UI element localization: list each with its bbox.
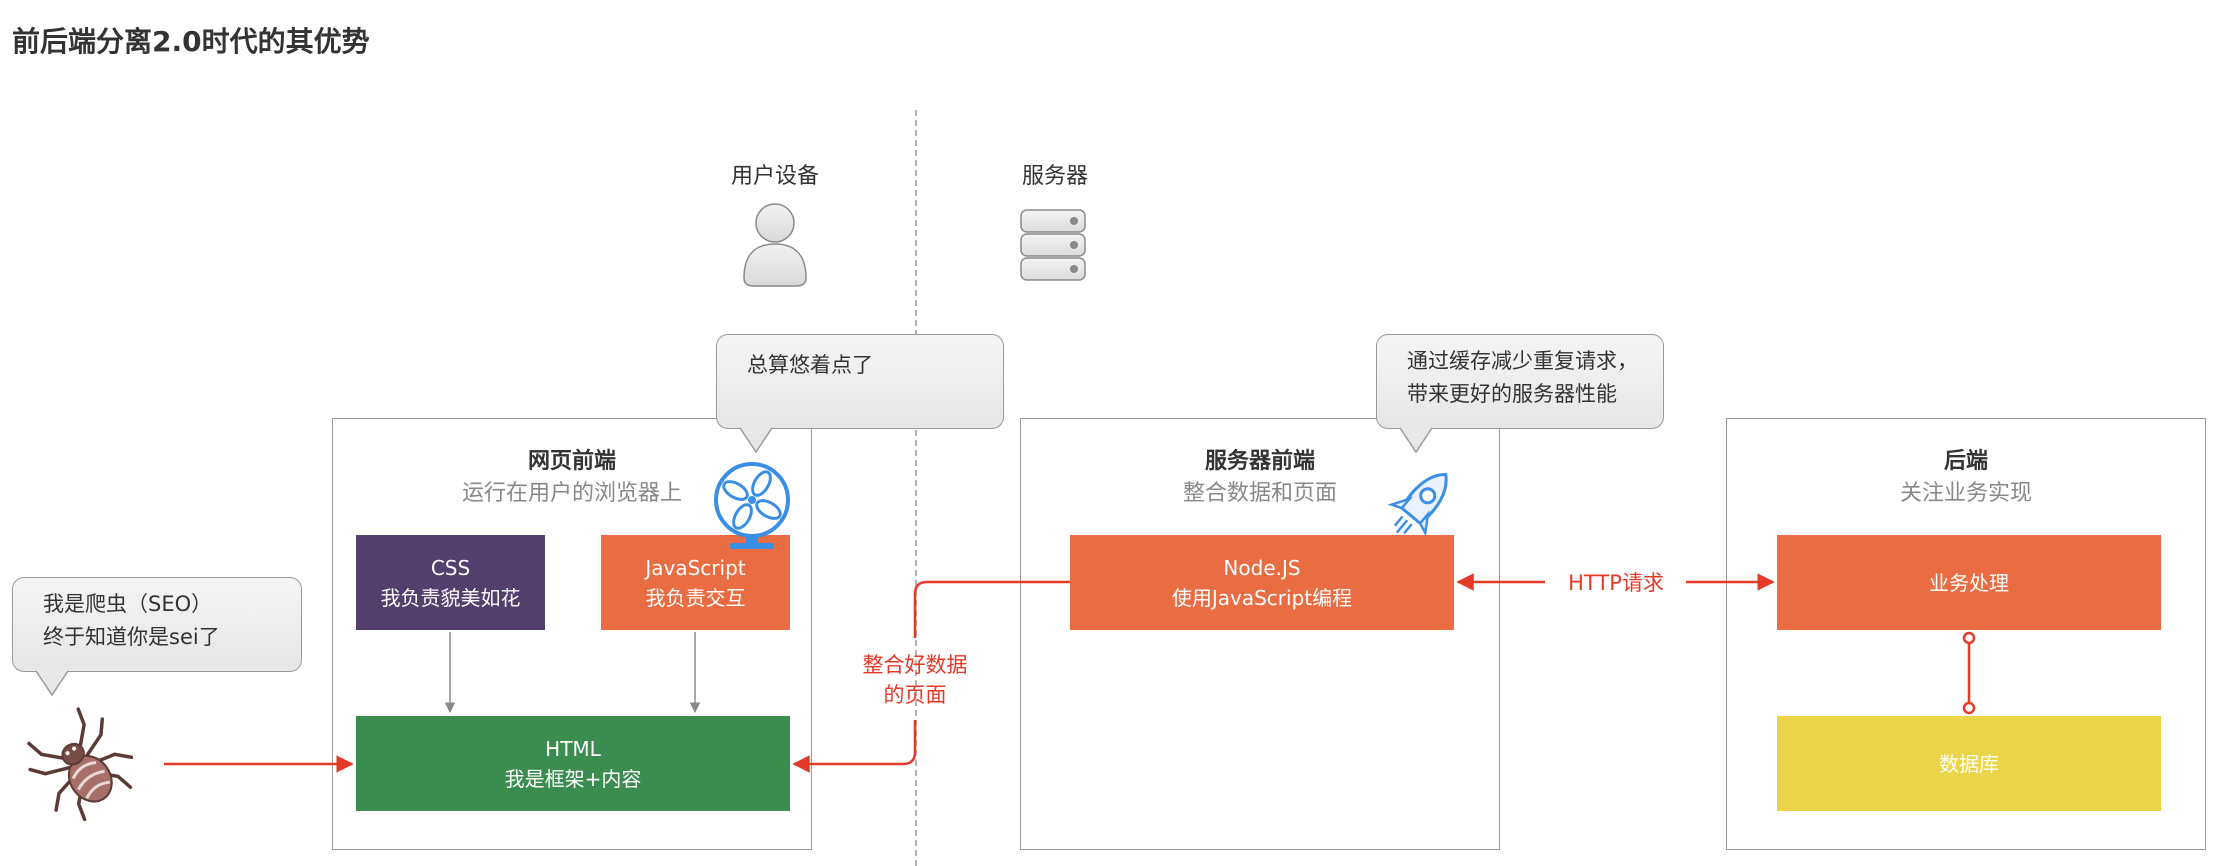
server-frontend-panel: 服务器前端 整合数据和页面 [1020, 418, 1500, 850]
css-block-desc: 我负责貌美如花 [380, 585, 521, 610]
database-label: 数据库 [1939, 751, 1999, 776]
server-icon [1020, 209, 1086, 281]
server-frontend-title: 服务器前端 [1204, 449, 1315, 474]
server-label: 服务器 [1021, 164, 1088, 189]
javascript-block-desc: 我负责交互 [645, 585, 746, 610]
server-frontend-subtitle: 整合数据和页面 [1182, 481, 1337, 506]
server-bubble-line-1: 通过缓存减少重复请求， [1407, 349, 1638, 373]
html-block-desc: 我是框架+内容 [504, 766, 642, 791]
css-block: CSS 我负责貌美如花 [356, 535, 545, 630]
backend-title: 后端 [1943, 449, 1988, 474]
integrated-page-line-1: 整合好数据 [862, 653, 968, 677]
javascript-block-title: JavaScript [645, 555, 746, 580]
database-block: 数据库 [1777, 716, 2161, 811]
web-frontend-title: 网页前端 [527, 449, 616, 474]
business-logic-label: 业务处理 [1929, 570, 2009, 595]
user-icon [743, 203, 807, 287]
backend-subtitle: 关注业务实现 [1899, 481, 2032, 506]
user-device-label: 用户设备 [730, 164, 819, 189]
crawler-bubble-line-1: 我是爬虫（SEO） [43, 592, 213, 616]
crawler-bubble-line-2: 终于知道你是sei了 [43, 625, 220, 649]
node-to-html-arrow-bottom [792, 720, 917, 773]
nodejs-block-desc: 使用JavaScript编程 [1171, 585, 1353, 610]
spider-icon [27, 707, 134, 822]
business-logic-block: 业务处理 [1777, 535, 2161, 630]
html-block-title: HTML [545, 736, 601, 761]
web-frontend-subtitle: 运行在用户的浏览器上 [461, 481, 682, 506]
diagram-title: 前后端分离2.0时代的其优势 [12, 25, 370, 58]
http-request-label: HTTP请求 [1568, 571, 1664, 595]
javascript-block: JavaScript 我负责交互 [601, 535, 790, 630]
server-bubble-line-2: 带来更好的服务器性能 [1407, 382, 1617, 406]
server-frontend-bubble: 通过缓存减少重复请求， 带来更好的服务器性能 [1376, 334, 1664, 429]
device-divider [915, 110, 917, 866]
crawler-bubble: 我是爬虫（SEO） 终于知道你是sei了 [12, 577, 302, 672]
nodejs-block: Node.JS 使用JavaScript编程 [1070, 535, 1454, 630]
web-frontend-bubble: 总算悠着点了 [716, 334, 1004, 429]
html-block: HTML 我是框架+内容 [356, 716, 790, 811]
integrated-page-line-2: 的页面 [883, 683, 947, 707]
crawler-bubble-tail [35, 668, 69, 697]
web-frontend-bubble-text: 总算悠着点了 [747, 353, 873, 377]
nodejs-block-title: Node.JS [1223, 555, 1301, 580]
integrated-page-label: 整合好数据 的页面 [855, 650, 975, 710]
css-block-title: CSS [430, 555, 471, 580]
